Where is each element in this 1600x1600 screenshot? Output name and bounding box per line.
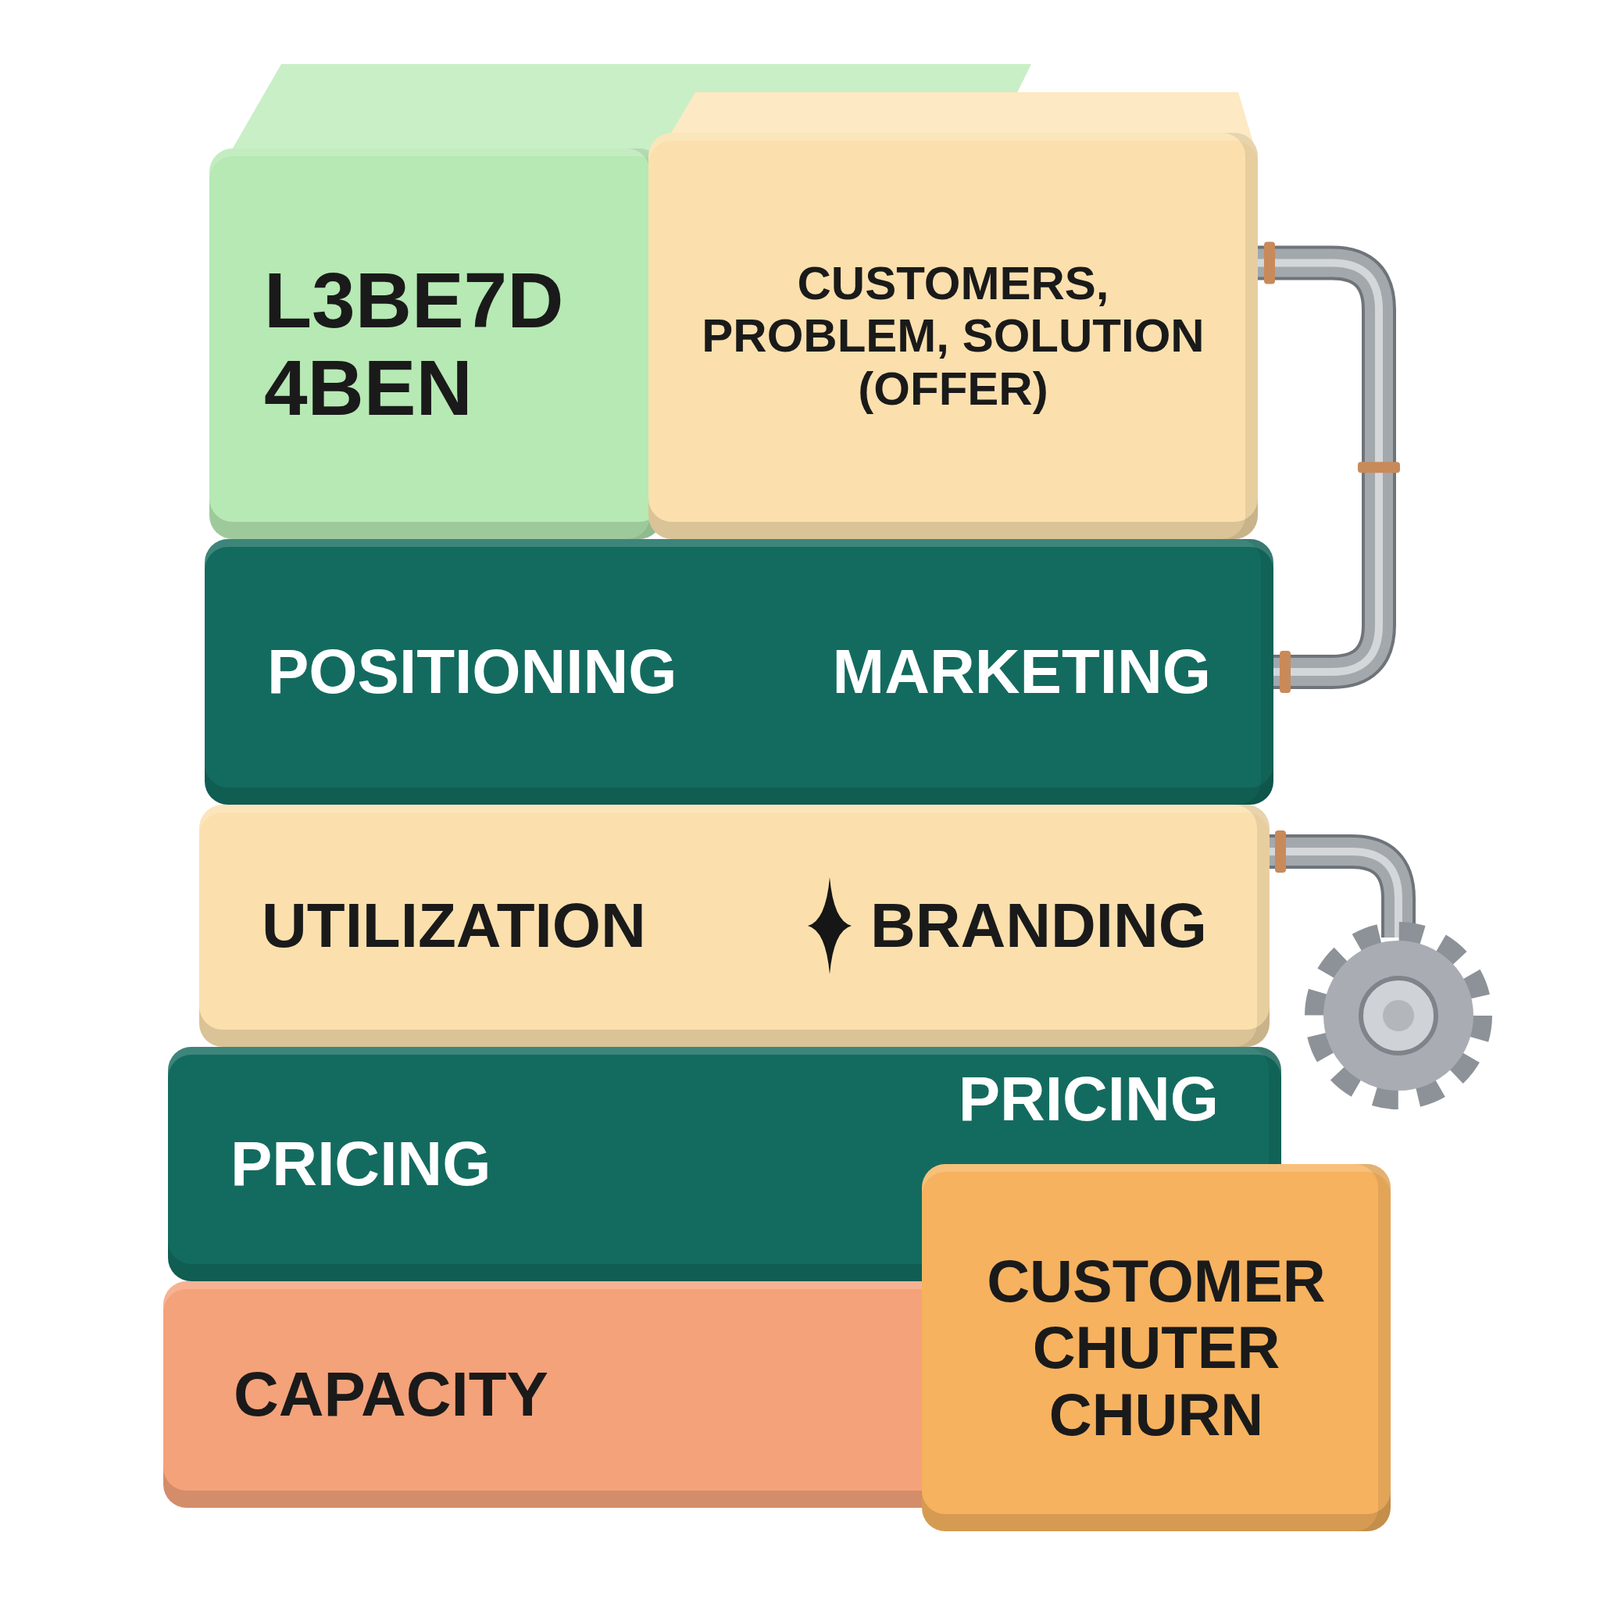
gear-icon (1316, 933, 1481, 1098)
gear-hub (1360, 978, 1436, 1054)
copper-collar (1264, 241, 1275, 284)
churn-block: CUSTOMER CHUTER CHURN (921, 1164, 1391, 1532)
gear-teeth (1316, 933, 1481, 1098)
block-label: PRICING (230, 1128, 491, 1200)
offer-block: CUSTOMERS, PROBLEM, SOLUTION (OFFER) (648, 132, 1258, 540)
block-label: L3BE7D 4BEN (264, 256, 608, 432)
block-label: PRICING (958, 1064, 1219, 1135)
block-label: UTILIZATION (261, 890, 647, 961)
green-block: L3BE7D 4BEN (209, 148, 663, 540)
block-label: POSITIONING (267, 636, 678, 708)
block-label: CUSTOMERS, PROBLEM, SOLUTION (OFFER) (695, 257, 1211, 415)
base-slab: CAPACITY (163, 1281, 976, 1508)
pipe-highlight (1267, 851, 1399, 938)
layer-slab: POSITIONING MARKETING (204, 539, 1274, 805)
pipe-outline (1267, 851, 1399, 938)
side-pipe (1267, 830, 1399, 938)
gear-axle (1382, 1000, 1415, 1032)
copper-collar (1357, 461, 1400, 473)
block-label: CAPACITY (233, 1359, 549, 1430)
pipe-body (1267, 851, 1399, 938)
block-label: BRANDING (870, 890, 1208, 961)
pipe-connector (1257, 241, 1400, 693)
sparkle-symbol (806, 875, 854, 977)
copper-collar (1279, 650, 1291, 693)
block-label: MARKETING (832, 636, 1211, 708)
copper-collar (1275, 830, 1286, 873)
layer-slab: UTILIZATION BRANDING (199, 804, 1270, 1047)
gear-body (1323, 940, 1474, 1091)
block-label: CUSTOMER CHUTER CHURN (968, 1247, 1344, 1447)
